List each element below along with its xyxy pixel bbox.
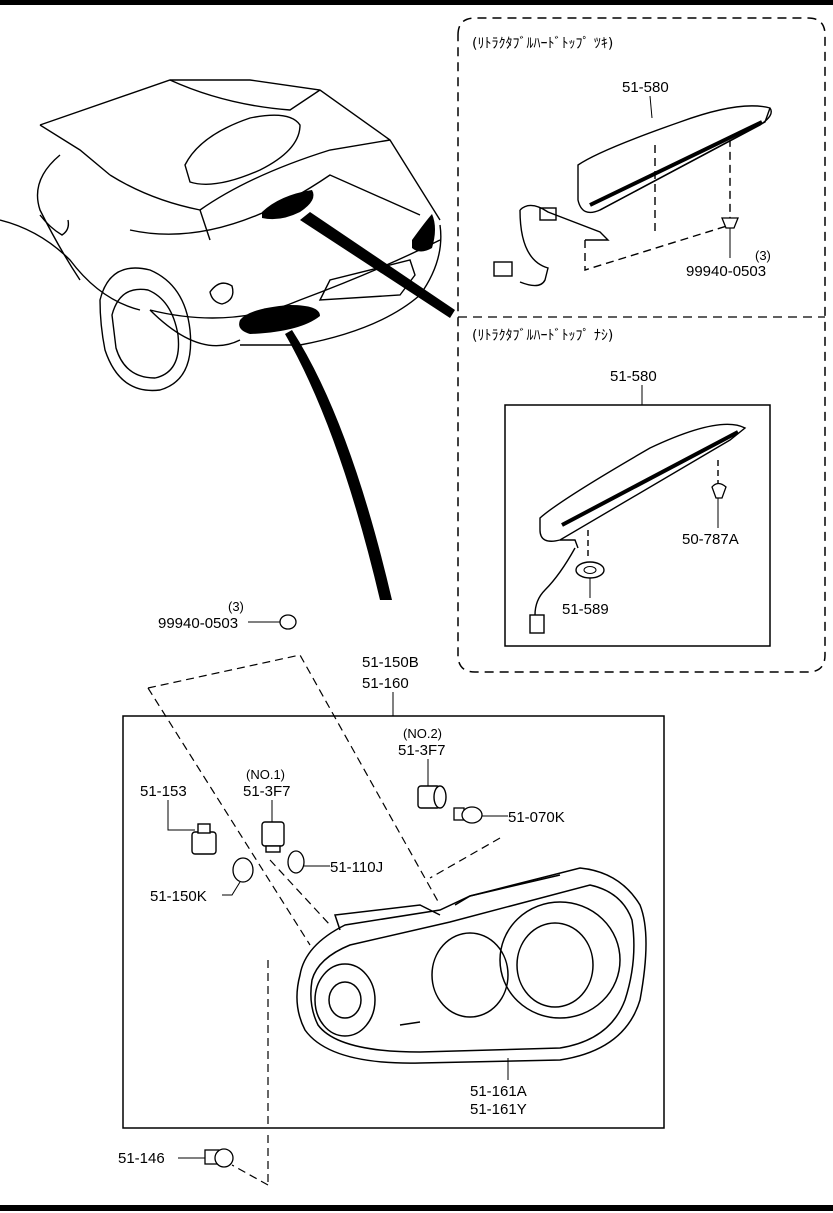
- grommet-icon-inner: [583, 566, 597, 574]
- label-assy-1: 51-150B: [362, 654, 419, 671]
- label-clip-qty-left: (3): [228, 599, 244, 614]
- clip-icon-upper: [721, 217, 739, 229]
- label-grommet: 51-589: [562, 601, 609, 618]
- label-lens-2: 51-161Y: [470, 1101, 527, 1118]
- top-frame-bar: [0, 0, 833, 5]
- label-socket-no2-tag: (NO.2): [403, 726, 442, 741]
- label-clip-qty-upper: (3): [755, 248, 771, 263]
- label-lamp-upper: 51-580: [622, 79, 669, 96]
- label-screw: 51-146: [118, 1150, 165, 1167]
- assembly-box: [122, 715, 665, 1129]
- screw-icon: [204, 1148, 234, 1168]
- label-clip-upper: 99940-0503: [686, 263, 766, 280]
- bulb-150k-icon: [232, 857, 254, 883]
- socket-no1-icon: [261, 821, 285, 853]
- label-lens-1: 51-161A: [470, 1083, 527, 1100]
- inset-dashed-border: [457, 17, 826, 673]
- label-socket-153: 51-153: [140, 783, 187, 800]
- label-assy-2: 51-160: [362, 675, 409, 692]
- label-clip-left: 99940-0503: [158, 615, 238, 632]
- label-lamp-lower: 51-580: [610, 368, 657, 385]
- tail-lamp-housing: [296, 867, 647, 1064]
- label-bulb-070k: 51-070K: [508, 809, 565, 826]
- tail-light-highlight-left: [239, 305, 320, 334]
- label-bulb-110j: 51-110J: [330, 859, 383, 876]
- tail-light-highlight-right: [412, 214, 435, 252]
- car-rear-illustration: [0, 79, 442, 392]
- inset-lower-title: (ﾘﾄﾗｸﾀﾌﾞﾙﾊｰﾄﾞﾄｯﾌﾟ ﾅｼ): [472, 328, 613, 344]
- leader-bulb-150k: [222, 881, 241, 896]
- socket-153-icon: [191, 823, 217, 855]
- clip-icon-left: [279, 614, 297, 630]
- label-socket-no2: 51-3F7: [398, 742, 446, 759]
- high-mount-lamp-upper: [493, 105, 772, 287]
- socket-no2-icon: [417, 785, 447, 809]
- grommet-icon: [575, 561, 605, 579]
- leader-wedge-lower: [285, 330, 392, 600]
- label-bulb-150k: 51-150K: [150, 888, 207, 905]
- bulb-110j-icon: [287, 850, 305, 874]
- push-clip-icon: [711, 482, 727, 499]
- label-socket-no1: 51-3F7: [243, 783, 291, 800]
- leader-wedge-upper: [300, 212, 455, 318]
- tail-light-highlight-upper: [262, 190, 314, 220]
- high-mount-lamp-lower: [529, 423, 747, 634]
- label-socket-no1-tag: (NO.1): [246, 767, 285, 782]
- lamp-lower-box: [504, 404, 771, 647]
- leader-socket-153: [167, 800, 195, 831]
- mounting-guides: [147, 654, 501, 1186]
- bottom-frame-bar: [0, 1205, 833, 1211]
- bulb-070k-icon: [453, 806, 483, 824]
- inset-upper-title: (ﾘﾄﾗｸﾀﾌﾞﾙﾊｰﾄﾞﾄｯﾌﾟ ﾂｷ): [472, 36, 613, 52]
- label-push-clip: 50-787A: [682, 531, 739, 548]
- leader-lamp-upper: [649, 95, 653, 119]
